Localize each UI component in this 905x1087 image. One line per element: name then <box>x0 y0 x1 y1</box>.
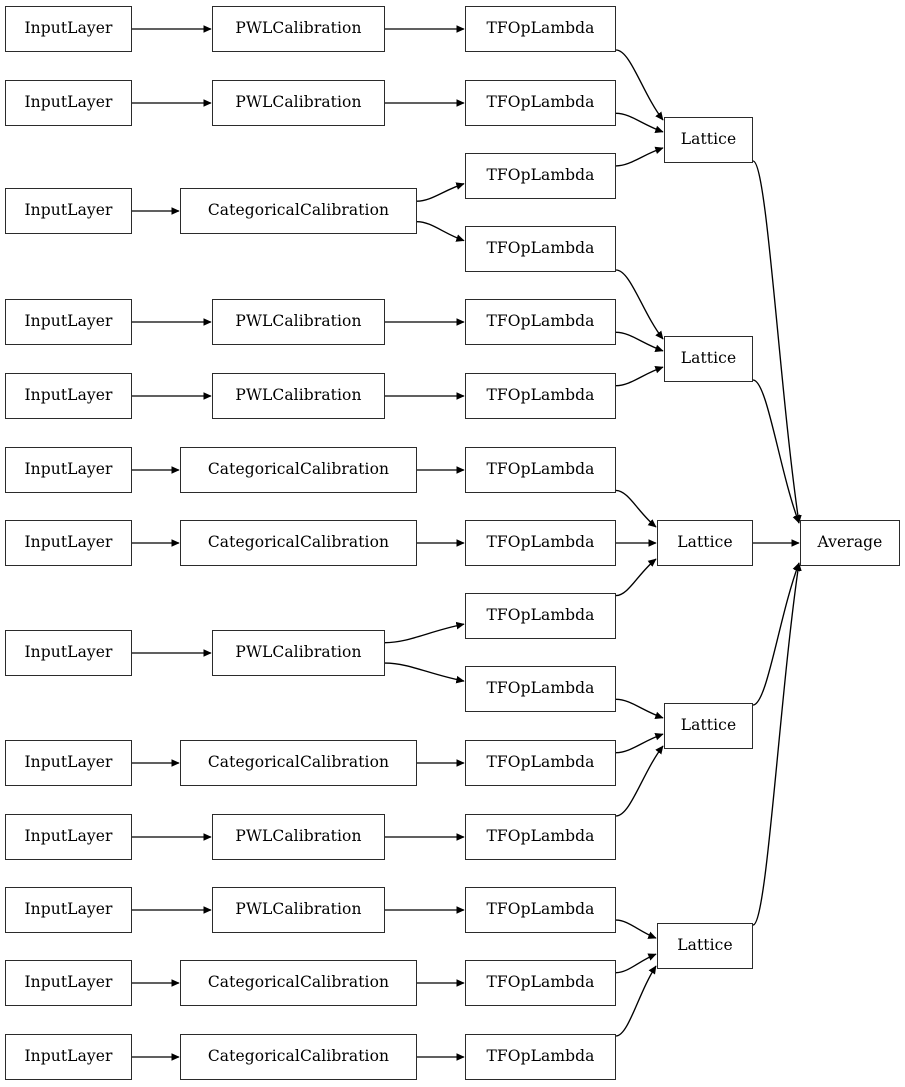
node-cal10[interactable]: PWLCalibration <box>212 887 385 933</box>
node-lat2[interactable]: Lattice <box>657 520 753 566</box>
node-lam0[interactable]: TFOpLambda <box>465 6 616 52</box>
edge-lam3-to-lat1 <box>615 269 664 340</box>
edge-lam2-to-lat0 <box>615 146 664 167</box>
node-lam1[interactable]: TFOpLambda <box>465 80 616 126</box>
node-lam13[interactable]: TFOpLambda <box>465 960 616 1006</box>
node-in4[interactable]: InputLayer <box>5 373 132 419</box>
node-cal11[interactable]: CategoricalCalibration <box>180 960 417 1006</box>
node-in8[interactable]: InputLayer <box>5 740 132 786</box>
node-in1[interactable]: InputLayer <box>5 80 132 126</box>
node-lat0[interactable]: Lattice <box>664 117 753 163</box>
node-in5[interactable]: InputLayer <box>5 447 132 493</box>
edge-lam13-to-lat4 <box>615 953 657 974</box>
edge-cal2-to-lam3 <box>416 220 465 242</box>
node-lat4[interactable]: Lattice <box>657 923 753 969</box>
node-cal12[interactable]: CategoricalCalibration <box>180 1034 417 1080</box>
edge-cal2-to-lam2 <box>416 182 465 202</box>
node-in2[interactable]: InputLayer <box>5 188 132 234</box>
node-lam2[interactable]: TFOpLambda <box>465 153 616 199</box>
edge-lat3-to-avg <box>752 562 800 706</box>
edge-lam11-to-lat3 <box>615 745 664 817</box>
edge-lam5-to-lat1 <box>615 365 664 387</box>
node-lam4[interactable]: TFOpLambda <box>465 299 616 345</box>
node-cal3[interactable]: PWLCalibration <box>212 299 385 345</box>
node-lam8[interactable]: TFOpLambda <box>465 593 616 639</box>
edge-lam14-to-lat4 <box>615 965 657 1037</box>
edge-lam10-to-lat3 <box>615 732 664 754</box>
edge-lat0-to-avg <box>752 160 802 524</box>
node-lam5[interactable]: TFOpLambda <box>465 373 616 419</box>
node-in11[interactable]: InputLayer <box>5 960 132 1006</box>
edge-lam0-to-lat0 <box>615 49 664 121</box>
node-cal5[interactable]: CategoricalCalibration <box>180 447 417 493</box>
node-lam10[interactable]: TFOpLambda <box>465 740 616 786</box>
node-lam6[interactable]: TFOpLambda <box>465 447 616 493</box>
node-lam14[interactable]: TFOpLambda <box>465 1034 616 1080</box>
node-cal9[interactable]: PWLCalibration <box>212 814 385 860</box>
node-cal1[interactable]: PWLCalibration <box>212 80 385 126</box>
node-in7[interactable]: InputLayer <box>5 630 132 676</box>
edge-lat4-to-avg <box>752 562 802 926</box>
edge-lam12-to-lat4 <box>615 919 657 939</box>
edge-cal7-to-lam9 <box>384 662 465 684</box>
edge-lam8-to-lat2 <box>615 558 657 597</box>
node-lat3[interactable]: Lattice <box>664 703 753 749</box>
edge-lat1-to-avg <box>752 379 800 524</box>
node-in6[interactable]: InputLayer <box>5 520 132 566</box>
node-avg[interactable]: Average <box>800 520 900 566</box>
node-lam7[interactable]: TFOpLambda <box>465 520 616 566</box>
node-cal7[interactable]: PWLCalibration <box>212 630 385 676</box>
node-in9[interactable]: InputLayer <box>5 814 132 860</box>
edge-cal7-to-lam8 <box>384 621 465 644</box>
edge-lam4-to-lat1 <box>615 331 664 353</box>
node-cal0[interactable]: PWLCalibration <box>212 6 385 52</box>
node-cal2[interactable]: CategoricalCalibration <box>180 188 417 234</box>
node-lam3[interactable]: TFOpLambda <box>465 226 616 272</box>
edge-lam9-to-lat3 <box>615 698 664 720</box>
edge-lam1-to-lat0 <box>615 112 664 134</box>
edge-lam6-to-lat2 <box>615 489 657 528</box>
node-cal8[interactable]: CategoricalCalibration <box>180 740 417 786</box>
node-lam11[interactable]: TFOpLambda <box>465 814 616 860</box>
node-in10[interactable]: InputLayer <box>5 887 132 933</box>
node-in12[interactable]: InputLayer <box>5 1034 132 1080</box>
node-in0[interactable]: InputLayer <box>5 6 132 52</box>
node-cal4[interactable]: PWLCalibration <box>212 373 385 419</box>
node-lam12[interactable]: TFOpLambda <box>465 887 616 933</box>
node-lam9[interactable]: TFOpLambda <box>465 666 616 712</box>
node-in3[interactable]: InputLayer <box>5 299 132 345</box>
node-lat1[interactable]: Lattice <box>664 336 753 382</box>
node-cal6[interactable]: CategoricalCalibration <box>180 520 417 566</box>
